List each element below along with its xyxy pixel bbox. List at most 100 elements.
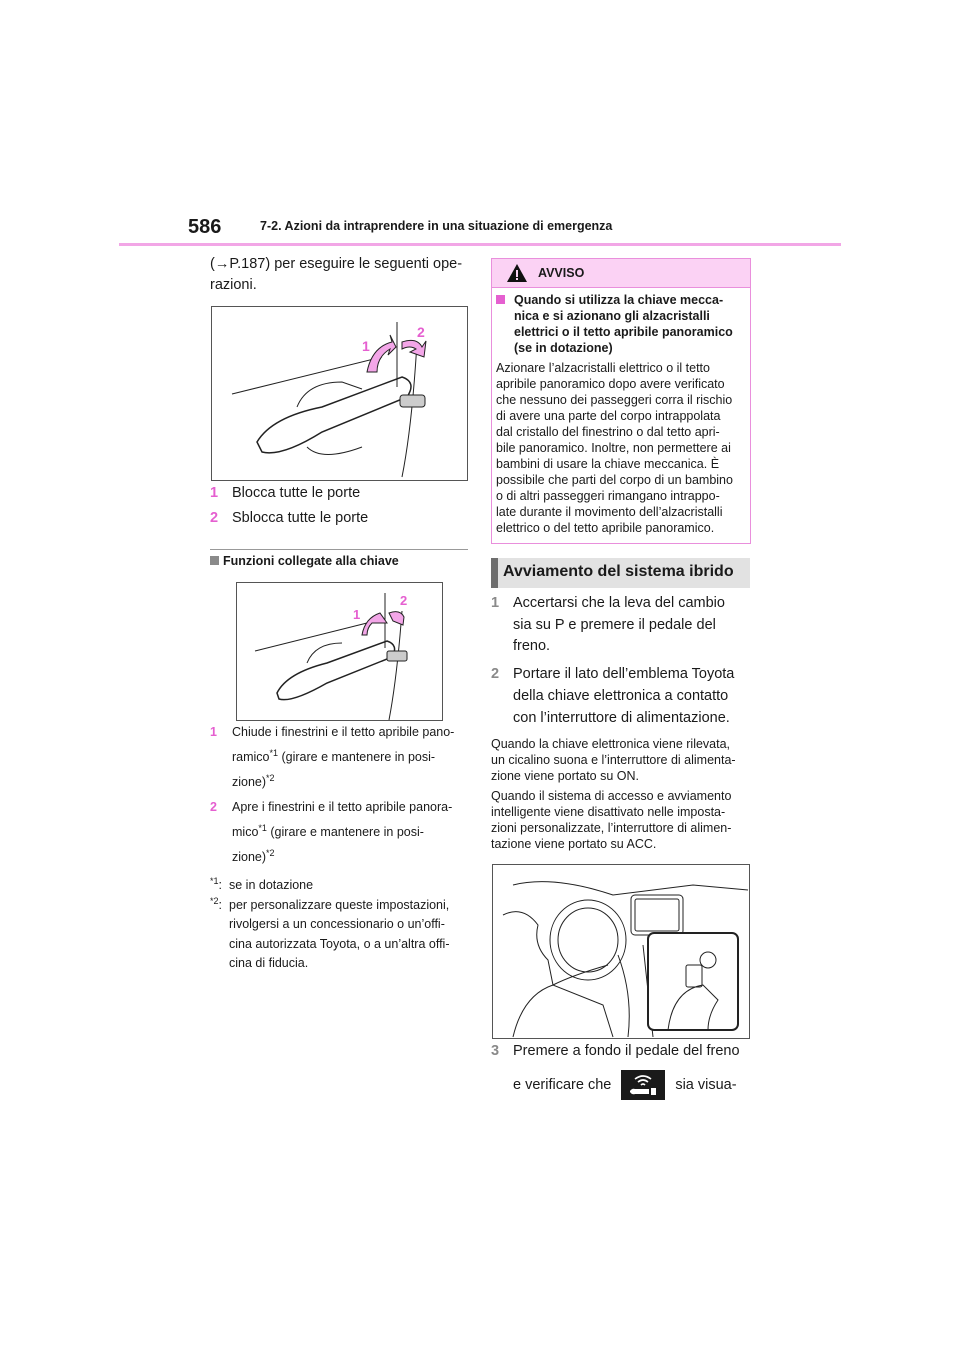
info-line: Quando la chiave elettronica viene rilev… <box>491 737 731 751</box>
figure-label-1: 1 <box>362 338 370 354</box>
step-text: Accertarsi che la leva del cambio <box>513 595 725 611</box>
footnote-mark: *1 <box>210 875 219 886</box>
info-line: un cicalino suona e l’interruttore di al… <box>491 753 736 767</box>
footnote-text: cina autorizzata Toyota, o a un’altra of… <box>229 936 450 951</box>
door-handle-illustration-1: 1 2 <box>211 306 468 481</box>
step-text: della chiave elettronica a contatto <box>513 687 729 704</box>
fig1-steps: 1 Blocca tutte le porte 2 Sblocca tutte le… <box>210 483 470 529</box>
figure-label-1: 1 <box>353 607 360 622</box>
warning-header: AVVISO <box>492 259 750 288</box>
step-text: e verificare che <box>513 1076 612 1093</box>
driver-pressing-power-switch-drawing <box>502 881 749 1038</box>
step-1: 1 Accertarsi che la leva del cambio sia … <box>491 593 753 658</box>
divider <box>210 549 468 550</box>
warning-title: AVVISO <box>538 266 585 280</box>
info-line: tazione viene portato su ACC. <box>491 837 657 851</box>
warning-body: Azionare l’alzacristalli elettrico o il … <box>492 356 750 540</box>
key-indicator-icon <box>621 1070 666 1100</box>
warning-triangle-icon <box>507 264 527 282</box>
info-line: zione viene portato su ON. <box>491 769 639 783</box>
footnote-mark: *2 <box>210 895 219 906</box>
step-number: 2 <box>491 666 500 683</box>
subheading: Funzioni collegate alla chiave <box>210 554 399 568</box>
step-text: zione) <box>232 850 267 864</box>
step-text: Apre i finestrini e il tetto apribile pa… <box>232 800 453 814</box>
footnote-text: cina di fiducia. <box>229 956 309 970</box>
warning-heading-line: Quando si utilizza la chiave mecca- <box>514 293 724 307</box>
warning-line: late durante il movimento dell’alzacrist… <box>496 505 723 519</box>
step-text: ramico <box>232 750 270 764</box>
warning-line: bambini di usare la chiave meccanica. È <box>496 457 720 471</box>
footnote-2: *2: per personalizzare queste impostazio… <box>210 895 450 970</box>
warning-line: bile panoramico. Inoltre, non permettere… <box>496 441 731 455</box>
door-handle-drawing: 1 2 <box>254 593 408 721</box>
info-paragraph-1: Quando la chiave elettronica viene rilev… <box>491 736 753 784</box>
bullet-square-icon <box>210 556 219 565</box>
step-text: Portare il lato dell’emblema Toyota <box>513 666 735 683</box>
section-steps: 1 Accertarsi che la leva del cambio sia … <box>491 593 753 729</box>
warning-heading: Quando si utilizza la chiave mecca- nica… <box>492 288 750 356</box>
footnote-ref: *1 <box>269 747 279 758</box>
warning-line: o di altri passeggeri rimangano intrappo… <box>496 489 720 503</box>
step-text: (girare e mantenere in posi- <box>278 750 436 764</box>
step-number: 3 <box>491 1043 500 1059</box>
fig2-steps: 1 Chiude i finestrini e il tetto apribil… <box>210 720 472 870</box>
door-handle-drawing: 1 2 <box>231 322 427 478</box>
step-number: 1 <box>491 595 500 611</box>
step-number: 2 <box>210 510 219 526</box>
intro-line: (→P.187) per eseguire le seguenti ope- <box>210 256 463 272</box>
footnote-ref: *2 <box>266 847 275 858</box>
footnote-ref: *2 <box>266 772 275 783</box>
step-close-windows: 1 Chiude i finestrini e il tetto apribil… <box>210 720 472 795</box>
footnote-ref: *1 <box>258 822 267 833</box>
figure-label-2: 2 <box>400 593 407 608</box>
step-text: (girare e mantenere in posi- <box>266 825 424 839</box>
warning-line: apribile panoramico dopo avere verificat… <box>496 377 725 391</box>
driver-illustration <box>492 864 750 1039</box>
warning-heading-line: elettrici o il tetto apribile panoramico <box>514 325 733 339</box>
header-rule <box>119 243 841 246</box>
step-unlock: 2 Sblocca tutte le porte <box>210 508 470 529</box>
subheading-text: Funzioni collegate alla chiave <box>223 554 399 568</box>
warning-heading-line: (se in dotazione) <box>514 341 613 355</box>
warning-heading-line: nica e si azionano gli alzacristalli <box>514 309 710 323</box>
step-2: 2 Portare il lato dell’emblema Toyota de… <box>491 664 753 729</box>
step-text: freno. <box>513 638 551 655</box>
info-line: intelligente viene disattivato nelle imp… <box>491 805 726 819</box>
step-text: zione) <box>232 775 267 789</box>
warning-line: che nessuno dei passeggeri corra il risc… <box>496 393 733 407</box>
step-text: Premere a fondo il pedale del freno <box>513 1043 740 1059</box>
warning-line: dal cristallo del finestrino o dal tetto… <box>496 425 720 439</box>
step-lock: 1 Blocca tutte le porte <box>210 483 470 504</box>
bullet-square-icon <box>496 295 505 304</box>
footnotes: *1:se in dotazione *2: per personalizzar… <box>210 876 472 974</box>
footnote-text: per personalizzare queste impostazioni, <box>229 897 450 912</box>
footnote-text: rivolgersi a un concessionario o un’offi… <box>229 917 445 931</box>
warning-line: elettrico o del tetto apribile panoramic… <box>496 521 715 535</box>
step-number: 1 <box>210 485 219 501</box>
intro-text: (→P.187) per eseguire le seguenti ope- r… <box>210 254 470 296</box>
page-number: 586 <box>188 216 222 238</box>
step-text: con l’interruttore di alimentazione. <box>513 709 730 726</box>
warning-line: possibile che parti del corpo di un bamb… <box>496 473 733 487</box>
footnote-text: se in dotazione <box>229 878 314 892</box>
info-paragraph-2: Quando il sistema di accesso e avviament… <box>491 788 753 852</box>
warning-box: AVVISO Quando si utilizza la chiave mecc… <box>491 258 751 544</box>
step-text: Blocca tutte le porte <box>232 485 361 501</box>
step-text: Chiude i finestrini e il tetto apribile … <box>232 725 455 739</box>
step-text: sia visua- <box>675 1076 737 1093</box>
footnote-1: *1:se in dotazione <box>210 876 472 896</box>
warning-line: Azionare l’alzacristalli elettrico o il … <box>496 361 710 375</box>
step-number: 1 <box>210 725 217 739</box>
step-open-windows: 2 Apre i finestrini e il tetto apribile … <box>210 795 472 870</box>
step-3: 3 Premere a fondo il pedale del freno e v… <box>491 1041 753 1100</box>
step-text: sia su P e premere il pedale del <box>513 616 716 633</box>
figure-label-2: 2 <box>417 324 425 340</box>
intro-line: razioni. <box>210 277 257 293</box>
step-number: 2 <box>210 800 217 814</box>
warning-line: di avere una parte del corpo intrappolat… <box>496 409 721 423</box>
step-text: mico <box>232 825 259 839</box>
step-text: Sblocca tutte le porte <box>232 510 369 526</box>
door-handle-illustration-2: 1 2 <box>236 582 443 721</box>
